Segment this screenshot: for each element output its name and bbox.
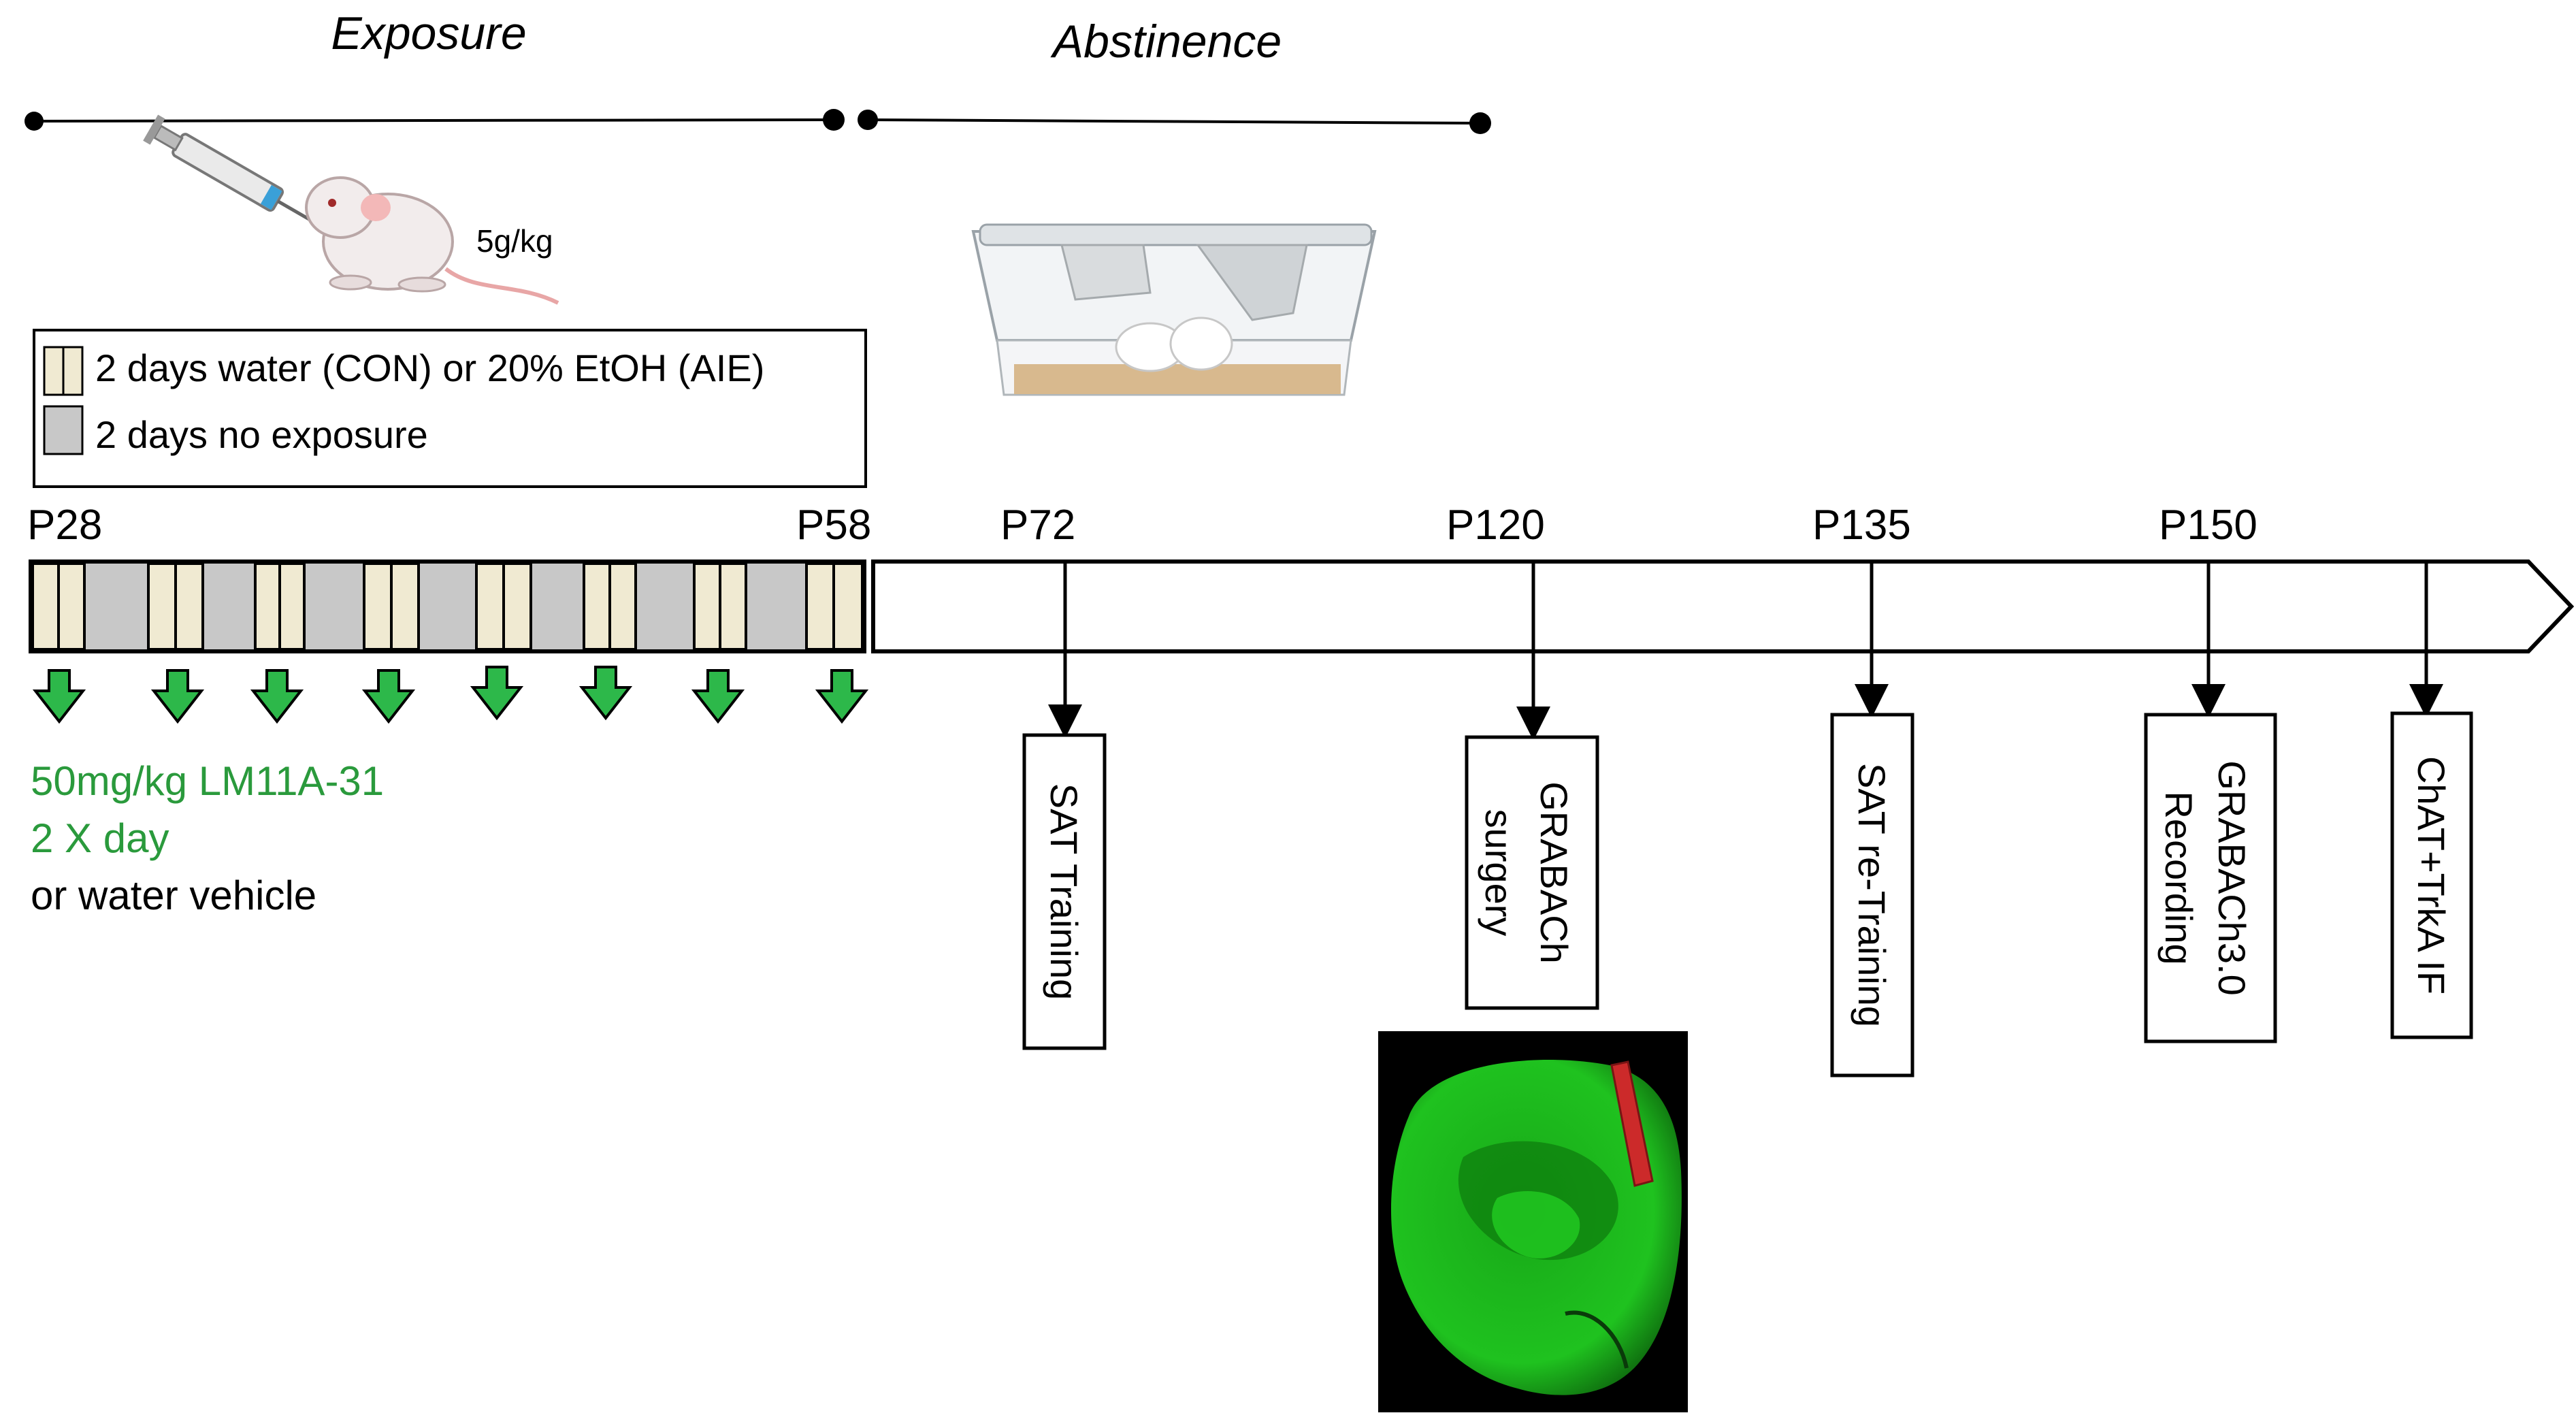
mouse-gavage-illustration: [143, 114, 559, 305]
event-grabach-recording-label-2: Recording: [2157, 791, 2200, 964]
event-grabach-surgery-label-2: surgery: [1478, 809, 1520, 937]
event-pointers: [1048, 562, 2443, 741]
timepoint-p135: P135: [1812, 502, 1911, 549]
event-grabach-recording: GRABACh3.0 Recording: [2144, 713, 2277, 1043]
treatment-arrow: [150, 669, 205, 724]
abstinence-phase-label: Abstinence: [1050, 16, 1282, 67]
exposure-legend: 2 days water (CON) or 20% EtOH (AIE) 2 d…: [33, 329, 867, 488]
treatment-arrow: [250, 669, 304, 724]
treatment-arrows: [32, 666, 869, 724]
treatment-arrow: [815, 669, 869, 724]
exposure-phase-line: [25, 109, 845, 131]
dose-label: 5g/kg: [476, 223, 553, 259]
exposure-phase-label: Exposure: [331, 7, 526, 59]
event-grabach-surgery: GRABACh surgery: [1465, 735, 1599, 1010]
treatment-frequency: 2 X day: [31, 815, 169, 861]
event-sat-retraining: SAT re-Training: [1830, 713, 1914, 1077]
brain-section-fluorescence-image: [1378, 1031, 1688, 1412]
event-sat-retraining-label: SAT re-Training: [1851, 763, 1893, 1027]
legend-swatch-exposure: [43, 346, 84, 396]
legend-item-exposure: 2 days water (CON) or 20% EtOH (AIE): [95, 346, 764, 389]
legend-item-no-exposure: 2 days no exposure: [95, 413, 428, 456]
timepoint-p120: P120: [1446, 502, 1545, 549]
treatment-arrow: [578, 666, 633, 721]
timepoint-p150: P150: [2159, 502, 2257, 549]
treatment-arrow: [361, 669, 416, 724]
treatment-vehicle: or water vehicle: [31, 873, 316, 918]
treatment-arrow: [691, 669, 745, 724]
timepoint-p72: P72: [1000, 502, 1075, 549]
abstinence-timeline-arrow: [871, 559, 2575, 653]
mouse-cage-photo: [971, 223, 1377, 396]
abstinence-phase-line: [858, 110, 1491, 134]
event-grabach-surgery-label-1: GRABACh: [1533, 781, 1576, 964]
treatment-arrow: [32, 669, 86, 724]
event-grabach-recording-label-1: GRABACh3.0: [2211, 760, 2253, 996]
exposure-schedule-bar: [29, 559, 866, 653]
legend-swatch-no-exposure: [43, 405, 84, 455]
timepoint-p58: P58: [796, 502, 871, 549]
treatment-dose: 50mg/kg LM11A-31: [31, 758, 384, 804]
event-chat-trka-label: ChAT+TrkA IF: [2410, 756, 2453, 994]
event-chat-trka: ChAT+TrkA IF: [2390, 711, 2473, 1039]
treatment-arrow: [470, 666, 524, 721]
event-sat-training-label: SAT Training: [1043, 783, 1086, 1001]
event-sat-training: SAT Training: [1022, 733, 1107, 1050]
timepoint-p28: P28: [27, 502, 102, 549]
